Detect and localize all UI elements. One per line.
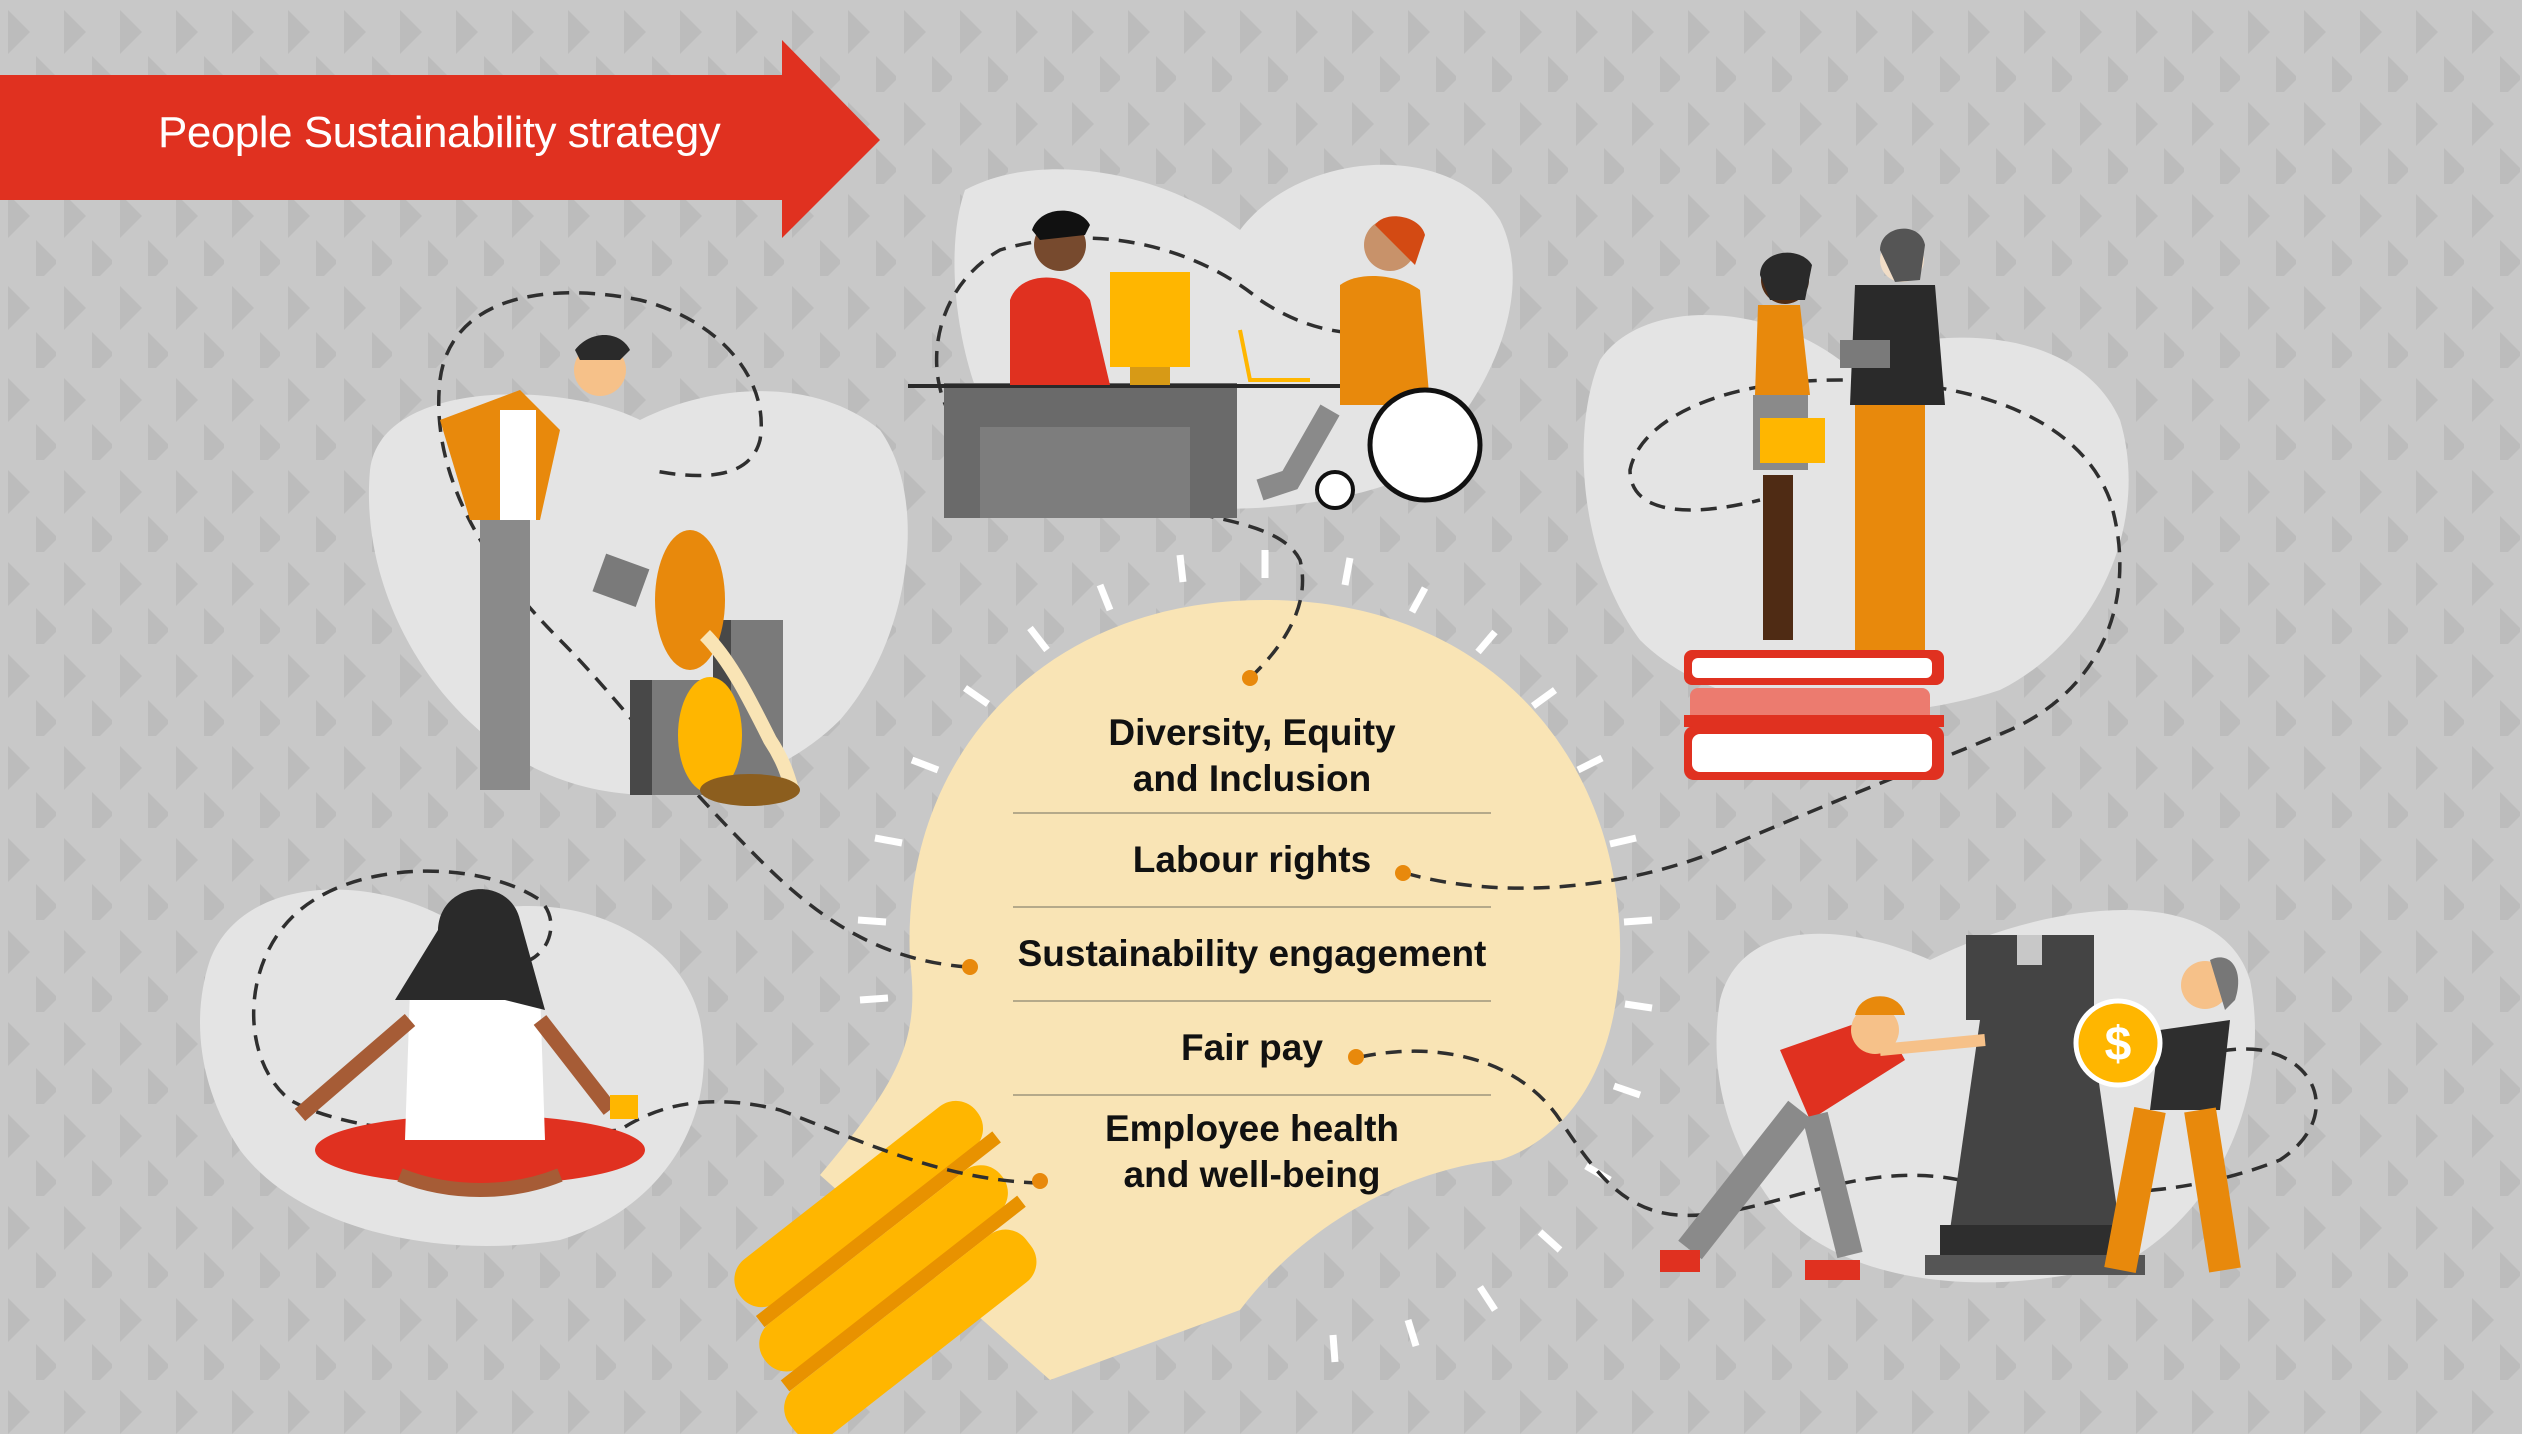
divider: [1013, 812, 1491, 814]
books-couple-scene: [1684, 228, 1945, 780]
meditation-scene: [294, 889, 645, 1197]
pillar-sustainability-engagement: Sustainability engagement: [1013, 908, 1491, 1000]
pillar-label: Fair pay: [1181, 1027, 1323, 1068]
connector-dots: [962, 670, 1411, 1189]
watering-plant-scene: [440, 335, 801, 806]
divider: [1013, 906, 1491, 908]
strategy-pillars-list: Diversity, Equity and Inclusion Labour r…: [1013, 700, 1491, 1208]
pillar-label-line2: and well-being: [1123, 1154, 1381, 1195]
lightbulb: [734, 550, 1653, 1434]
pillar-label-line1: Employee health: [1104, 1108, 1400, 1149]
pillar-diversity-equity-inclusion: Diversity, Equity and Inclusion: [1013, 700, 1491, 812]
divider: [1013, 1094, 1491, 1096]
office-desk-scene: [908, 210, 1483, 518]
dollar-icon: $: [2105, 1018, 2132, 1071]
pillar-label: Sustainability engagement: [1017, 933, 1487, 974]
pillar-employee-health: Employee health and well-being: [1013, 1096, 1491, 1208]
pillar-fair-pay: Fair pay: [1013, 1002, 1491, 1094]
banner-arrow: [0, 40, 880, 238]
chess-coin-scene: $: [1660, 935, 2241, 1280]
pillar-label-line1: Diversity, Equity: [1108, 712, 1396, 753]
divider: [1013, 1000, 1491, 1002]
pillar-label-line2: and Inclusion: [1132, 758, 1372, 799]
pillar-label: Labour rights: [1132, 839, 1372, 880]
pillar-labour-rights: Labour rights: [1013, 814, 1491, 906]
page-title: People Sustainability strategy: [158, 108, 721, 157]
